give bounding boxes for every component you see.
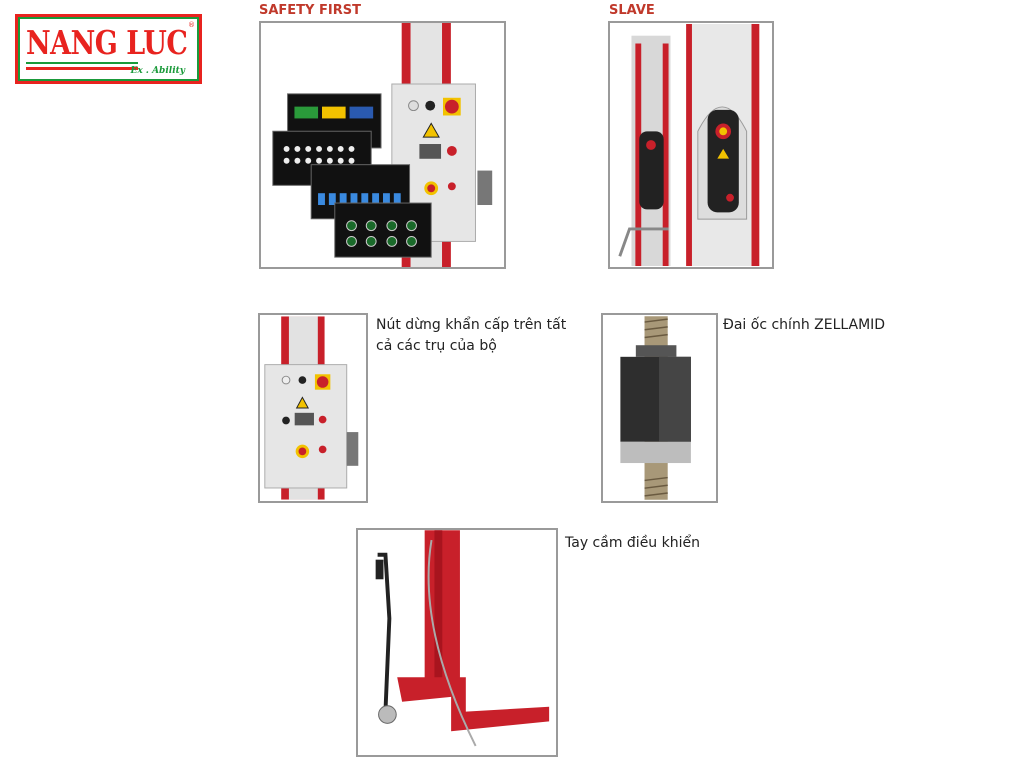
logo-stripe-red [26,67,138,70]
emergency-stop-image [258,313,368,503]
registered-mark: ® [188,21,195,29]
control-handle-image [356,528,558,757]
logo-text: NANG LUC [26,25,188,63]
logo-stripe-green [26,62,138,64]
control-handle-caption: Tay cầm điều khiển [565,535,700,551]
safety-first-image [259,21,506,269]
slave-image [608,21,774,269]
emergency-stop-caption: Nút dừng khẩn cấp trên tất cả các trụ củ… [376,317,567,354]
nang-luc-logo: NANG LUC ® Ex . Ability [15,14,202,84]
safety-first-heading: SAFETY FIRST [259,3,361,18]
main-nut-image [601,313,718,503]
slave-heading: SLAVE [609,3,655,18]
logo-tagline: Ex . Ability [130,66,185,76]
main-nut-caption: Đai ốc chính ZELLAMID [723,317,886,333]
